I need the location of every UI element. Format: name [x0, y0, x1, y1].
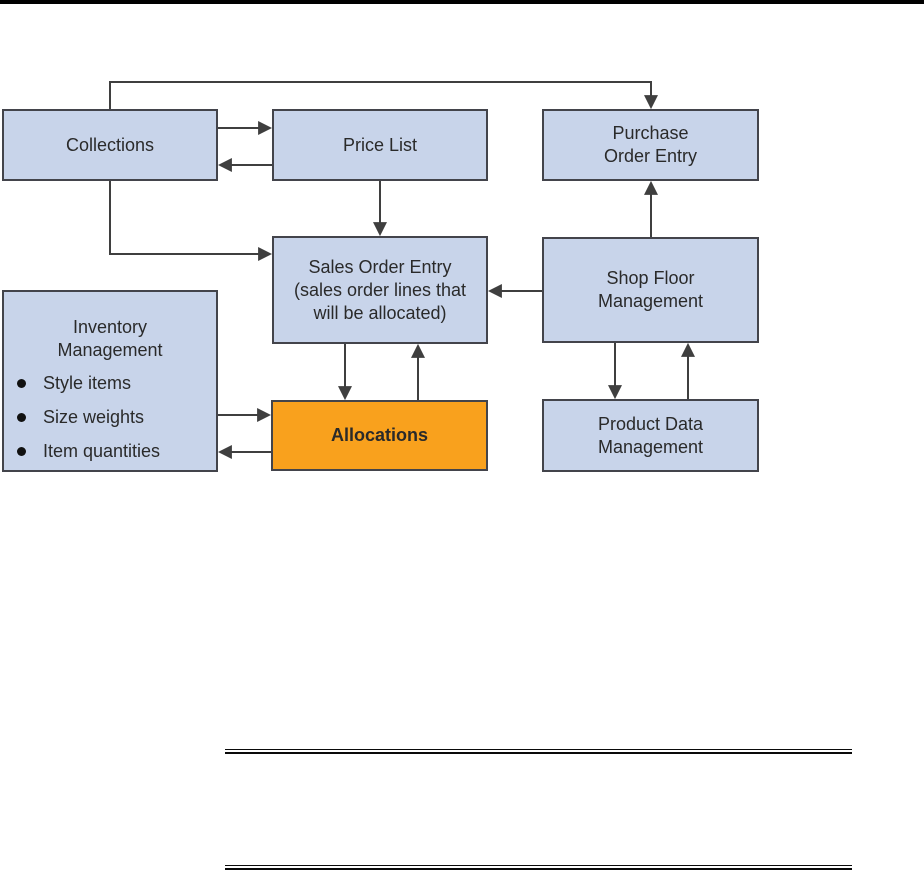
node-label-line: Shop Floor: [606, 268, 695, 288]
list-item: Size weights: [4, 406, 216, 429]
node-label: Collections: [65, 134, 155, 155]
node-inventory-management: Inventory Management Style items Size we…: [2, 290, 218, 472]
double-rule-top-upper: [225, 749, 852, 750]
bullet-icon: [17, 379, 26, 388]
node-label-line: Purchase: [612, 123, 689, 143]
node-collections: Collections: [2, 109, 218, 181]
bullet-icon: [17, 447, 26, 456]
node-label-line: Sales Order Entry: [308, 256, 452, 277]
node-label-line: (sales order lines that: [293, 279, 467, 300]
bullet-label: Style items: [43, 373, 132, 393]
node-label-line: Management: [57, 340, 163, 360]
node-price-list: Price List: [272, 109, 488, 181]
node-allocations: Allocations: [271, 400, 488, 471]
node-label-line: Management: [597, 436, 704, 457]
double-rule-bottom-lower: [225, 868, 852, 870]
node-label: Price List: [342, 134, 418, 155]
node-sales-order-entry: Sales Order Entry (sales order lines tha…: [272, 236, 488, 344]
node-shop-floor-management: Shop Floor Management: [542, 237, 759, 343]
double-rule-bottom-upper: [225, 865, 852, 866]
top-border-bar: [0, 0, 924, 4]
edge-collections-to-purchase-order-entry: [109, 81, 658, 110]
bullet-label: Size weights: [43, 407, 145, 427]
list-item: Style items: [4, 372, 216, 395]
node-label-line: Inventory: [72, 317, 148, 337]
bullet-label: Item quantities: [43, 441, 161, 461]
double-rule-top-lower: [225, 752, 852, 754]
node-product-data-management: Product Data Management: [542, 399, 759, 472]
node-label-line: Order Entry: [603, 146, 698, 166]
node-label-line: Management: [597, 291, 704, 311]
edge-collections-to-sales-order-entry: [109, 181, 273, 261]
node-label-line: Product Data: [597, 413, 704, 434]
node-label-line: will be allocated): [313, 302, 447, 323]
inventory-bullet-list: Style items Size weights Item quantities: [4, 372, 216, 474]
node-purchase-order-entry: Purchase Order Entry: [542, 109, 759, 181]
node-label: Allocations: [330, 425, 428, 445]
bullet-icon: [17, 413, 26, 422]
list-item: Item quantities: [4, 440, 216, 463]
